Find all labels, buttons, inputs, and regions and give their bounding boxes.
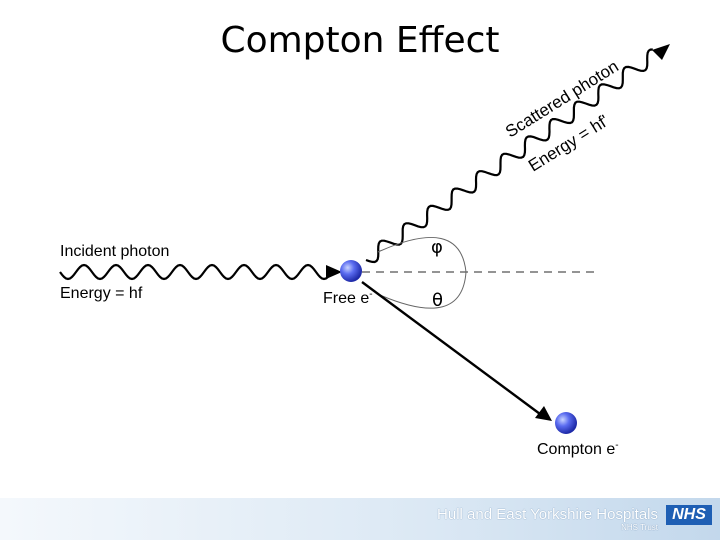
theta-arc	[380, 272, 466, 308]
scattered-photon-wave	[366, 50, 653, 263]
footer-banner: Hull and East Yorkshire Hospitals NHS Tr…	[0, 498, 720, 540]
phi-label: φ	[431, 237, 443, 258]
org-subtitle: NHS Trust	[621, 523, 658, 532]
compton-diagram: Incident photon Energy = hf Free e- φ θ …	[0, 0, 720, 498]
compton-electron-label: Compton e-	[537, 440, 619, 458]
theta-label: θ	[432, 290, 443, 311]
compton-electron-path	[362, 282, 540, 414]
incident-energy-label: Energy = hf	[60, 285, 143, 302]
scattered-arrowhead	[652, 44, 670, 60]
incident-photon-label: Incident photon	[60, 243, 169, 260]
nhs-logo: NHS	[666, 505, 712, 525]
incident-photon-wave	[60, 265, 328, 279]
incident-arrowhead	[326, 265, 342, 279]
free-electron-label: Free e-	[323, 289, 373, 307]
compton-electron	[555, 412, 577, 434]
free-electron	[340, 260, 362, 282]
org-name: Hull and East Yorkshire Hospitals	[437, 506, 658, 523]
